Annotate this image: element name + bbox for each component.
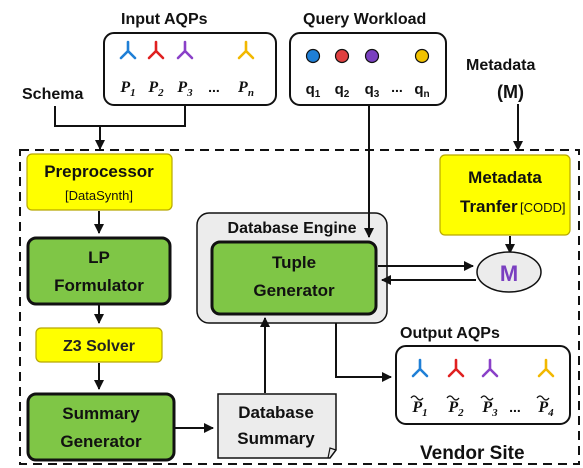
output-plan-label-3-tilde — [480, 395, 494, 401]
output-plan-label-2-sub: 2 — [457, 407, 464, 419]
output-plan-label-1-letter: P — [411, 399, 422, 416]
input-plan-label-4-letter: P — [237, 79, 248, 96]
input-plan-label-3-sub: 3 — [186, 87, 193, 99]
query-dot-2 — [334, 48, 350, 64]
input-aqps-title: Input AQPs — [121, 11, 208, 28]
input-plan-label-3: P3 — [176, 79, 193, 99]
schema-edge — [54, 106, 100, 127]
input-plan-label-2-sub: 2 — [157, 87, 164, 99]
input-plan-label-4: Pn — [237, 79, 254, 99]
input-plan-label-2: P2 — [147, 79, 164, 99]
output-plan-icon-2 — [447, 358, 465, 378]
output-plan-label-3-letter: P — [481, 399, 492, 416]
summary-generator-box — [26, 392, 176, 462]
input-plan-icon-4 — [237, 40, 255, 60]
query-letter-2: q — [335, 81, 344, 98]
datasynth-label: [DataSynth] — [65, 188, 133, 203]
input-plan-icon-2 — [147, 40, 165, 60]
input-plan-label-3-letter: P — [176, 79, 187, 96]
input-plan-label-1-letter: P — [119, 79, 130, 96]
tuple-generator-box — [210, 240, 378, 316]
query-sub-1: 1 — [315, 89, 321, 100]
query-sub-3: 3 — [374, 89, 380, 100]
z3-solver-box — [35, 327, 163, 363]
query-label-2: q2 — [335, 81, 350, 100]
output-plan-label-1: P1 — [411, 399, 427, 419]
query-dot-4 — [414, 48, 430, 64]
output-plans-ellipsis: ... — [509, 399, 521, 415]
database-summary-fold — [327, 447, 337, 459]
output-plan-label-3-sub: 3 — [491, 407, 498, 419]
m-node-label: M — [500, 261, 518, 286]
query-sub-4: n — [424, 89, 430, 100]
schema-label: Schema — [22, 86, 83, 103]
z3-solver-label: Z3 Solver — [63, 338, 135, 355]
input-aqps-edge — [95, 106, 186, 150]
metadata-title: Metadata — [466, 57, 535, 74]
codd-label: [CODD] — [520, 200, 566, 215]
database-summary-line1: Database — [238, 403, 314, 422]
query-letter-1: q — [306, 81, 315, 98]
output-plan-label-2-tilde — [446, 395, 460, 401]
database-engine-label: Database Engine — [228, 220, 357, 237]
query-workload-title: Query Workload — [303, 11, 426, 28]
m-node — [476, 251, 542, 293]
query-label-1: q1 — [306, 81, 321, 100]
output-aqps-box — [395, 345, 571, 425]
metadata-transfer-box — [439, 154, 571, 236]
tuple-generator-line1: Tuple — [272, 253, 316, 272]
output-plan-label-2: P2 — [447, 399, 464, 419]
input-plan-label-1-sub: 1 — [130, 87, 136, 99]
summary-generator-line2: Generator — [60, 432, 142, 451]
query-dot-3 — [364, 48, 380, 64]
database-summary-line2: Summary — [237, 429, 315, 448]
query-label-4: qn — [414, 81, 429, 100]
lp-formulator-line2: Formulator — [54, 276, 144, 295]
query-dot-1 — [305, 48, 321, 64]
preprocessor-box — [26, 153, 173, 211]
database-summary-box — [217, 393, 337, 459]
output-plan-label-1-tilde — [410, 395, 424, 401]
input-plans-ellipsis: ... — [208, 79, 220, 95]
lp-formulator-box — [26, 236, 172, 306]
query-letter-4: q — [414, 81, 423, 98]
output-plan-label-4-sub: 4 — [547, 407, 554, 419]
lp-formulator-line1: LP — [88, 248, 110, 267]
tuple-to-output-edge — [335, 323, 392, 382]
vendor-site-label: Vendor Site — [420, 443, 525, 464]
output-plan-icon-3 — [481, 358, 499, 378]
metadata-transfer-line2: Tranfer — [460, 197, 518, 216]
input-aqps-box — [103, 32, 277, 106]
tuple-generator-line2: Generator — [253, 281, 335, 300]
input-plan-icon-3 — [176, 40, 194, 60]
metadata-symbol: (M) — [497, 82, 524, 102]
output-plan-label-2-letter: P — [447, 399, 458, 416]
output-aqps-title: Output AQPs — [400, 325, 500, 342]
input-plan-label-2-letter: P — [147, 79, 158, 96]
output-plan-label-4-letter: P — [537, 399, 548, 416]
output-plan-label-3: P3 — [481, 399, 498, 419]
output-plan-label-4: P4 — [537, 399, 554, 419]
query-label-3: q3 — [365, 81, 380, 100]
input-plan-icon-1 — [119, 40, 137, 60]
query-sub-2: 2 — [344, 89, 350, 100]
input-plan-label-1: P1 — [119, 79, 135, 99]
input-plan-label-4-sub: n — [248, 87, 254, 99]
query-workload-box — [289, 32, 447, 106]
query-letter-3: q — [365, 81, 374, 98]
output-plan-label-1-sub: 1 — [422, 407, 428, 419]
query-ellipsis: ... — [391, 79, 403, 95]
summary-generator-line1: Summary — [62, 404, 140, 423]
output-plan-label-4-tilde — [536, 395, 550, 401]
output-plan-icon-4 — [537, 358, 555, 378]
metadata-transfer-line1: Metadata — [468, 168, 542, 187]
preprocessor-label: Preprocessor — [44, 162, 154, 181]
output-plan-icon-1 — [411, 358, 429, 378]
